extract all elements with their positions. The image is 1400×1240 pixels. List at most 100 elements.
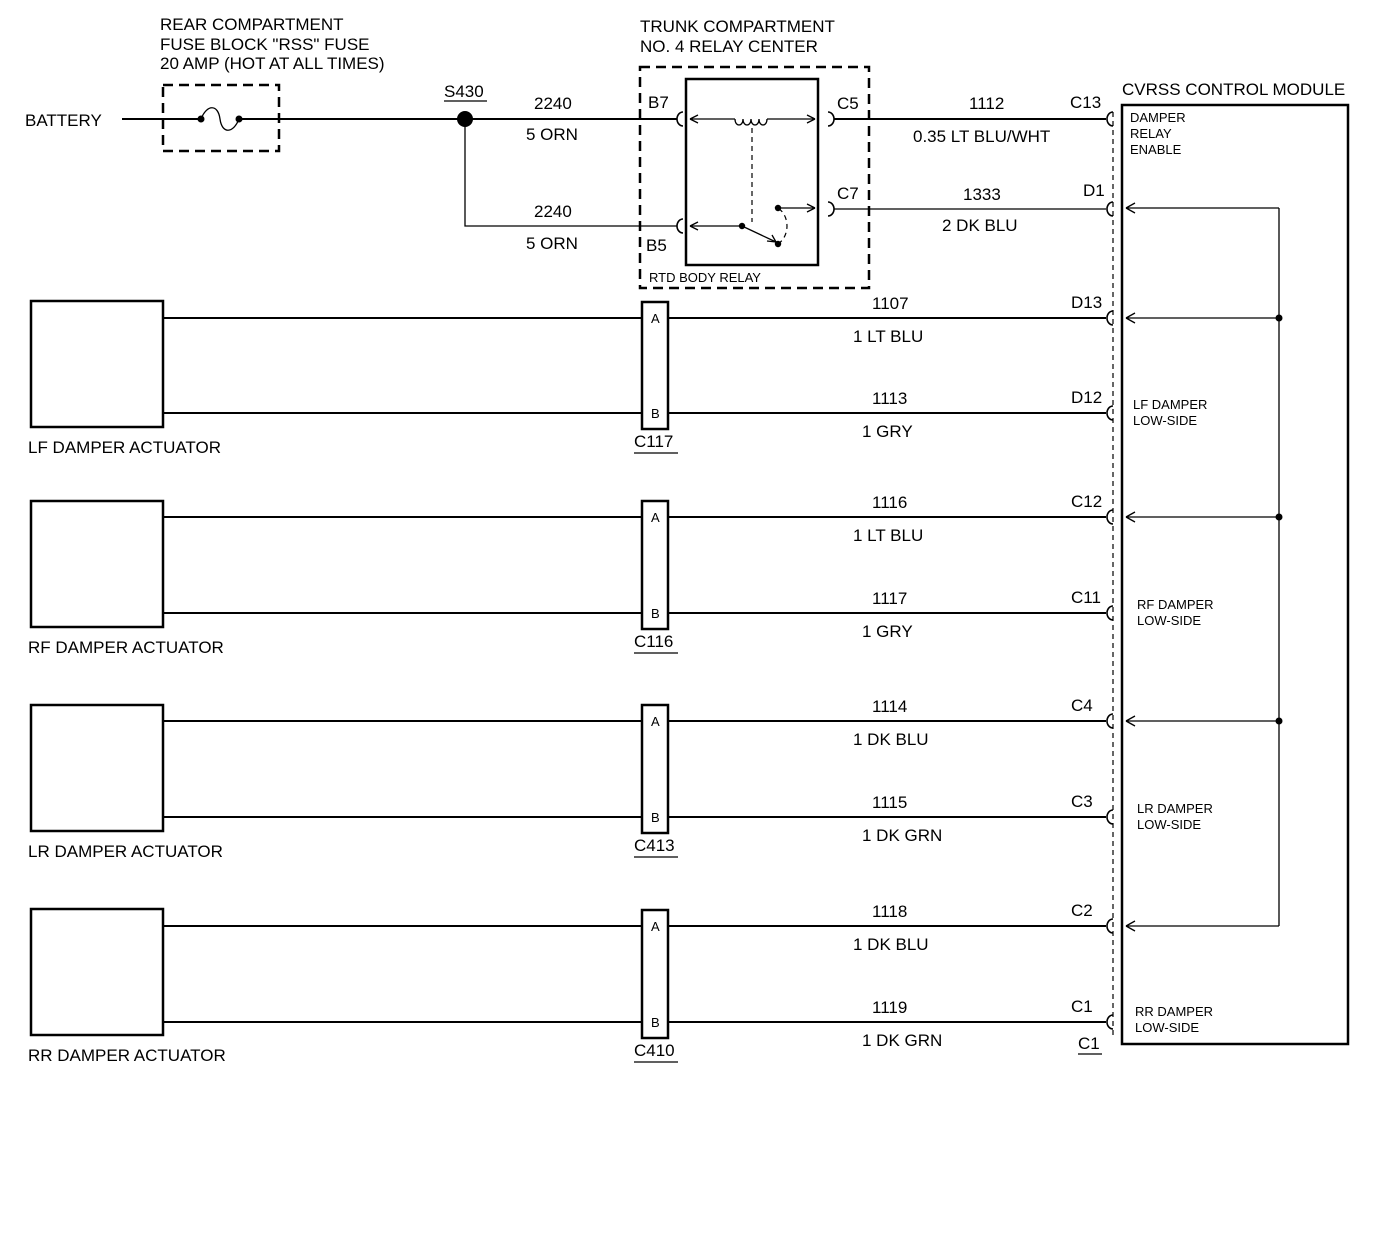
wire-color: 1 LT BLU: [853, 526, 923, 545]
connector-pin-a: A: [651, 510, 660, 525]
module-arrow: [1125, 920, 1136, 932]
module-box: [1120, 103, 1350, 1046]
pin-b5-label: B5: [646, 236, 667, 255]
inline-connector: [640, 908, 670, 1040]
damper-actuator-box: [29, 703, 165, 833]
connector-pin-a: A: [651, 311, 660, 326]
lf-low-label-1: LF DAMPER: [1133, 397, 1207, 412]
bus-junction-dot: [1275, 513, 1283, 521]
inline-connector: [640, 499, 670, 631]
actuator-name: RR DAMPER ACTUATOR: [28, 1046, 226, 1065]
relay-center-title-2: NO. 4 RELAY CENTER: [640, 37, 818, 56]
battery-label: BATTERY: [25, 111, 102, 130]
inline-connector: [640, 703, 670, 835]
relay-enable-label-2: RELAY: [1130, 126, 1172, 141]
inline-connector: [640, 300, 670, 431]
splice-label: S430: [444, 82, 484, 101]
relay-center-outline: [638, 65, 871, 290]
fuse-block-title-3: 20 AMP (HOT AT ALL TIMES): [160, 54, 385, 73]
lf-low-label-2: LOW-SIDE: [1133, 413, 1197, 428]
terminal-b7: [676, 111, 684, 127]
module-terminal: [1106, 509, 1114, 525]
actuator-name: LF DAMPER ACTUATOR: [28, 438, 221, 457]
relay-switch-icon: [689, 203, 816, 248]
relay-wire-2-color: 2 DK BLU: [942, 216, 1018, 235]
connector-pin-b: B: [651, 1015, 660, 1030]
circuit-number: 1115: [872, 793, 907, 812]
wire-color: 1 DK GRN: [862, 826, 942, 845]
circuit-number: 1107: [872, 294, 909, 313]
wire-color: 1 GRY: [862, 422, 913, 441]
power-wire-1-circuit: 2240: [534, 94, 572, 113]
rr-low-label-1: RR DAMPER: [1135, 1004, 1213, 1019]
module-terminal: [1106, 1014, 1114, 1030]
circuit-number: 1118: [872, 902, 907, 921]
lr-low-label-2: LOW-SIDE: [1137, 817, 1201, 832]
pin-c5-label: C5: [837, 94, 859, 113]
module-terminal: [1106, 918, 1114, 934]
damper-actuator-box: [29, 499, 165, 629]
terminal-d1: [1106, 201, 1114, 217]
module-pin-label: C3: [1071, 792, 1093, 811]
connector-pin-a: A: [651, 714, 660, 729]
module-pin-label: C4: [1071, 696, 1093, 715]
circuit-number: 1117: [872, 589, 907, 608]
connector-label: C410: [634, 1041, 675, 1060]
wire-color: 1 DK BLU: [853, 730, 929, 749]
relay-name: RTD BODY RELAY: [649, 270, 761, 285]
relay-wire-1-circuit: 1112: [969, 94, 1004, 113]
rf-low-label-1: RF DAMPER: [1137, 597, 1214, 612]
actuator-name: RF DAMPER ACTUATOR: [28, 638, 224, 657]
connector-label: C116: [634, 632, 673, 651]
terminal-c13: [1106, 111, 1114, 127]
connector-pin-a: A: [651, 919, 660, 934]
relay-coil-icon: [689, 114, 816, 222]
wire-color: 1 DK BLU: [853, 935, 929, 954]
module-pin-label: C11: [1071, 588, 1101, 607]
pin-b7-label: B7: [648, 93, 669, 112]
connector-pin-b: B: [651, 810, 660, 825]
relay-enable-label-3: ENABLE: [1130, 142, 1182, 157]
module-pin-label: C1: [1071, 997, 1093, 1016]
module-pin-label: C2: [1071, 901, 1093, 920]
module-pin-label: C12: [1071, 492, 1102, 511]
actuator-row: RR DAMPER ACTUATOR A B C410 1118 1 DK BLU C2 11…: [28, 901, 1279, 1065]
fuse-block-title-1: REAR COMPARTMENT: [160, 15, 344, 34]
relay-wire-2-pin: D1: [1083, 181, 1105, 200]
connector-pin-b: B: [651, 406, 660, 421]
damper-actuator-box: [29, 907, 165, 1037]
power-wire-1-color: 5 ORN: [526, 125, 578, 144]
relay-enable-label-1: DAMPER: [1130, 110, 1186, 125]
relay-wire-1-pin: C13: [1070, 93, 1101, 112]
wire-color: 1 GRY: [862, 622, 913, 641]
actuator-name: LR DAMPER ACTUATOR: [28, 842, 223, 861]
circuit-number: 1119: [872, 998, 907, 1017]
relay-center: TRUNK COMPARTMENT NO. 4 RELAY CENTER RTD…: [638, 17, 871, 290]
fuse-icon: [197, 107, 243, 131]
terminal-c7: [827, 201, 835, 217]
module-terminal: [1106, 809, 1114, 825]
module-terminal: [1106, 713, 1114, 729]
connector-pin-b: B: [651, 606, 660, 621]
power-wire-b5: [464, 119, 677, 227]
module-title: CVRSS CONTROL MODULE: [1122, 80, 1345, 99]
relay-wire-1-color: 0.35 LT BLU/WHT: [913, 127, 1050, 146]
rtd-body-relay-box: [684, 77, 820, 267]
relay-wire-2-circuit: 1333: [963, 185, 1001, 204]
power-wire-2-circuit: 2240: [534, 202, 572, 221]
module-arrow: [1125, 312, 1136, 324]
module-arrow: [1125, 511, 1136, 523]
fuse-block-title-2: FUSE BLOCK "RSS" FUSE: [160, 35, 370, 54]
module-terminal: [1106, 605, 1114, 621]
module-pin-label: D13: [1071, 293, 1102, 312]
pin-c7-label: C7: [837, 184, 859, 203]
circuit-number: 1114: [872, 697, 907, 716]
module-arrow-d1: [1125, 202, 1136, 214]
module-terminal: [1106, 405, 1114, 421]
wire-color: 1 DK GRN: [862, 1031, 942, 1050]
lr-low-label-1: LR DAMPER: [1137, 801, 1213, 816]
